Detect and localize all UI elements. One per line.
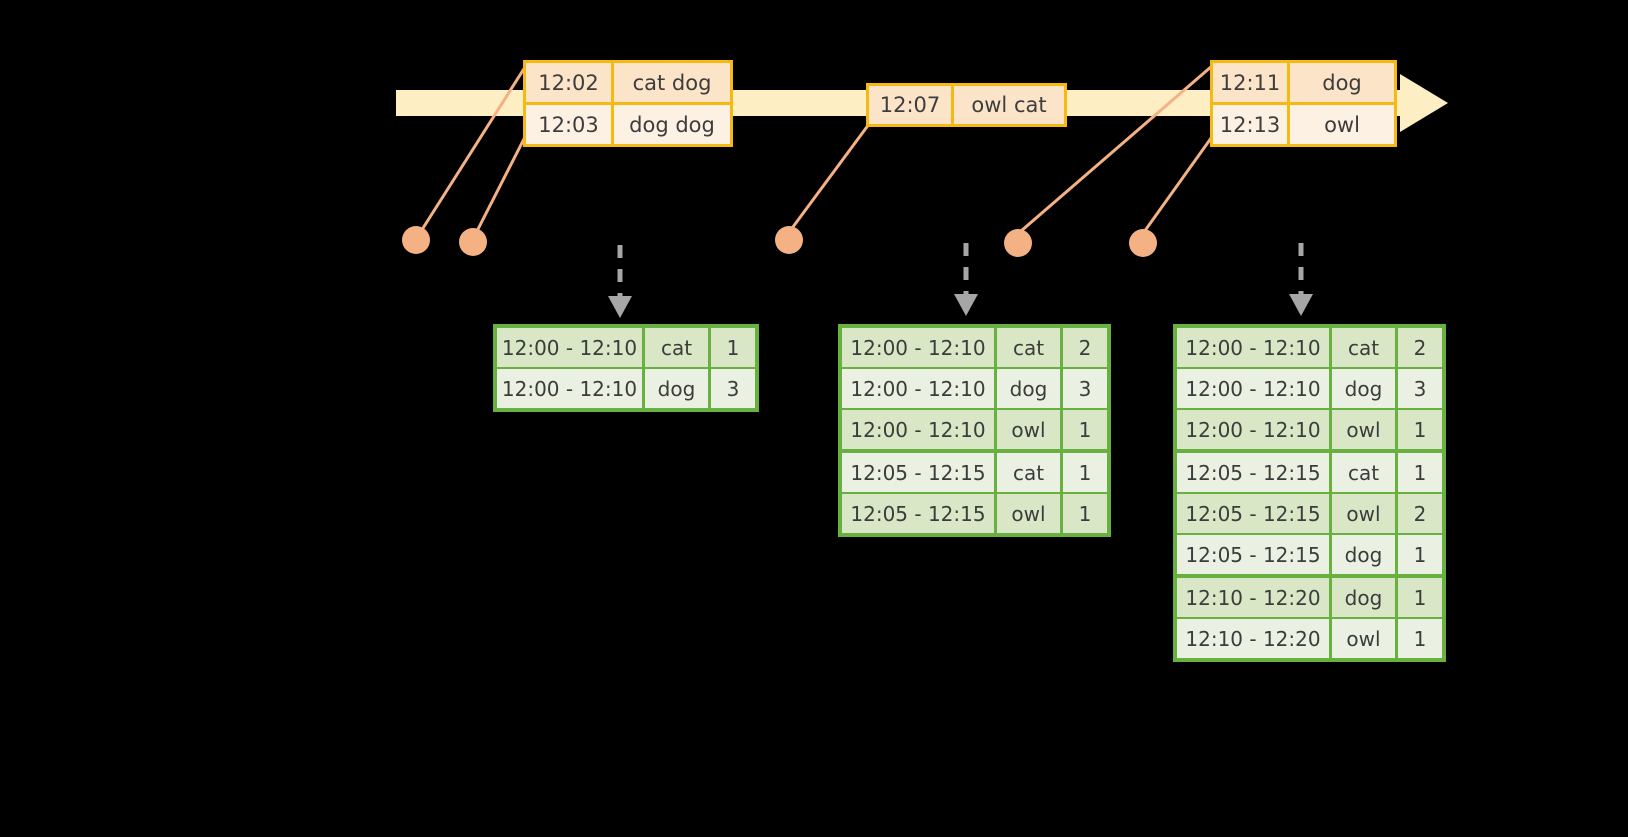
flow-arrowheads: [608, 294, 1313, 318]
cell-count: 1: [1398, 619, 1442, 658]
cell-count: 3: [1398, 369, 1442, 408]
timeline-event-box-1[interactable]: 12:02 cat dog 12:03 dog dog: [523, 60, 733, 147]
cell-count: 1: [1398, 453, 1442, 492]
timeline-event-row: 12:03 dog dog: [526, 102, 730, 144]
cell-key: dog: [1332, 578, 1398, 617]
cell-window: 12:10 - 12:20: [1177, 619, 1332, 658]
connector-dots: [402, 226, 1157, 257]
cell-window: 12:00 - 12:10: [497, 328, 645, 367]
cell-count: 3: [1063, 369, 1107, 408]
cell-window: 12:05 - 12:15: [1177, 535, 1332, 574]
cell-count: 2: [1398, 494, 1442, 533]
connector-dot: [775, 226, 803, 254]
event-words: dog dog: [614, 105, 730, 144]
cell-window: 12:00 - 12:10: [842, 328, 997, 367]
cell-count: 1: [1398, 535, 1442, 574]
cell-window: 12:00 - 12:10: [1177, 328, 1332, 367]
cell-count: 1: [1063, 494, 1107, 533]
flow-arrowhead-icon: [954, 294, 978, 316]
timeline-event-row: 12:11 dog: [1213, 63, 1394, 102]
cell-window: 12:05 - 12:15: [1177, 453, 1332, 492]
cell-key: cat: [1332, 453, 1398, 492]
timeline-arrowhead-icon: [1400, 74, 1448, 132]
cell-count: 3: [711, 369, 755, 408]
event-time: 12:02: [526, 63, 614, 102]
event-time: 12:07: [869, 86, 954, 124]
cell-key: dog: [1332, 369, 1398, 408]
cell-window: 12:00 - 12:10: [1177, 369, 1332, 408]
connector-dot: [1004, 229, 1032, 257]
cell-key: dog: [1332, 535, 1398, 574]
cell-key: cat: [1332, 328, 1398, 367]
cell-key: owl: [997, 494, 1063, 533]
cell-count: 1: [1063, 453, 1107, 492]
event-time: 12:03: [526, 105, 614, 144]
cell-count: 1: [711, 328, 755, 367]
cell-key: dog: [997, 369, 1063, 408]
cell-key: owl: [1332, 410, 1398, 449]
timeline-event-row: 12:02 cat dog: [526, 63, 730, 102]
connector-dot: [1129, 229, 1157, 257]
cell-key: owl: [1332, 619, 1398, 658]
cell-window: 12:00 - 12:10: [842, 410, 997, 449]
cell-key: cat: [645, 328, 711, 367]
flow-arrowhead-icon: [1289, 294, 1313, 316]
cell-window: 12:00 - 12:10: [1177, 410, 1332, 449]
event-words: owl: [1290, 105, 1394, 144]
timeline-event-box-2[interactable]: 12:07 owl cat: [866, 83, 1067, 127]
flow-arrows: [617, 243, 1304, 300]
cell-key: owl: [1332, 494, 1398, 533]
cell-key: cat: [997, 328, 1063, 367]
connector-line-5: [1137, 133, 1216, 240]
cell-window: 12:00 - 12:10: [842, 369, 997, 408]
event-words: owl cat: [954, 86, 1064, 124]
cell-window: 12:05 - 12:15: [1177, 494, 1332, 533]
event-words: dog: [1290, 63, 1394, 102]
cell-window: 12:00 - 12:10: [497, 369, 645, 408]
cell-key: owl: [997, 410, 1063, 449]
cell-key: cat: [997, 453, 1063, 492]
cell-count: 1: [1398, 578, 1442, 617]
timeline-event-box-3[interactable]: 12:11 dog 12:13 owl: [1210, 60, 1397, 147]
connector-line-3: [785, 119, 874, 236]
timeline-event-row: 12:13 owl: [1213, 102, 1394, 144]
timeline-event-row: 12:07 owl cat: [869, 86, 1064, 124]
cell-window: 12:10 - 12:20: [1177, 578, 1332, 617]
cell-window: 12:05 - 12:15: [842, 494, 997, 533]
event-time: 12:11: [1213, 63, 1290, 102]
cell-count: 1: [1398, 410, 1442, 449]
cell-count: 2: [1063, 328, 1107, 367]
connector-line-2: [472, 132, 529, 238]
connector-dot: [402, 226, 430, 254]
cell-count: 2: [1398, 328, 1442, 367]
cell-window: 12:05 - 12:15: [842, 453, 997, 492]
cell-count: 1: [1063, 410, 1107, 449]
cell-key: dog: [645, 369, 711, 408]
event-words: cat dog: [614, 63, 730, 102]
event-time: 12:13: [1213, 105, 1290, 144]
connector-dot: [459, 228, 487, 256]
flow-arrowhead-icon: [608, 296, 632, 318]
